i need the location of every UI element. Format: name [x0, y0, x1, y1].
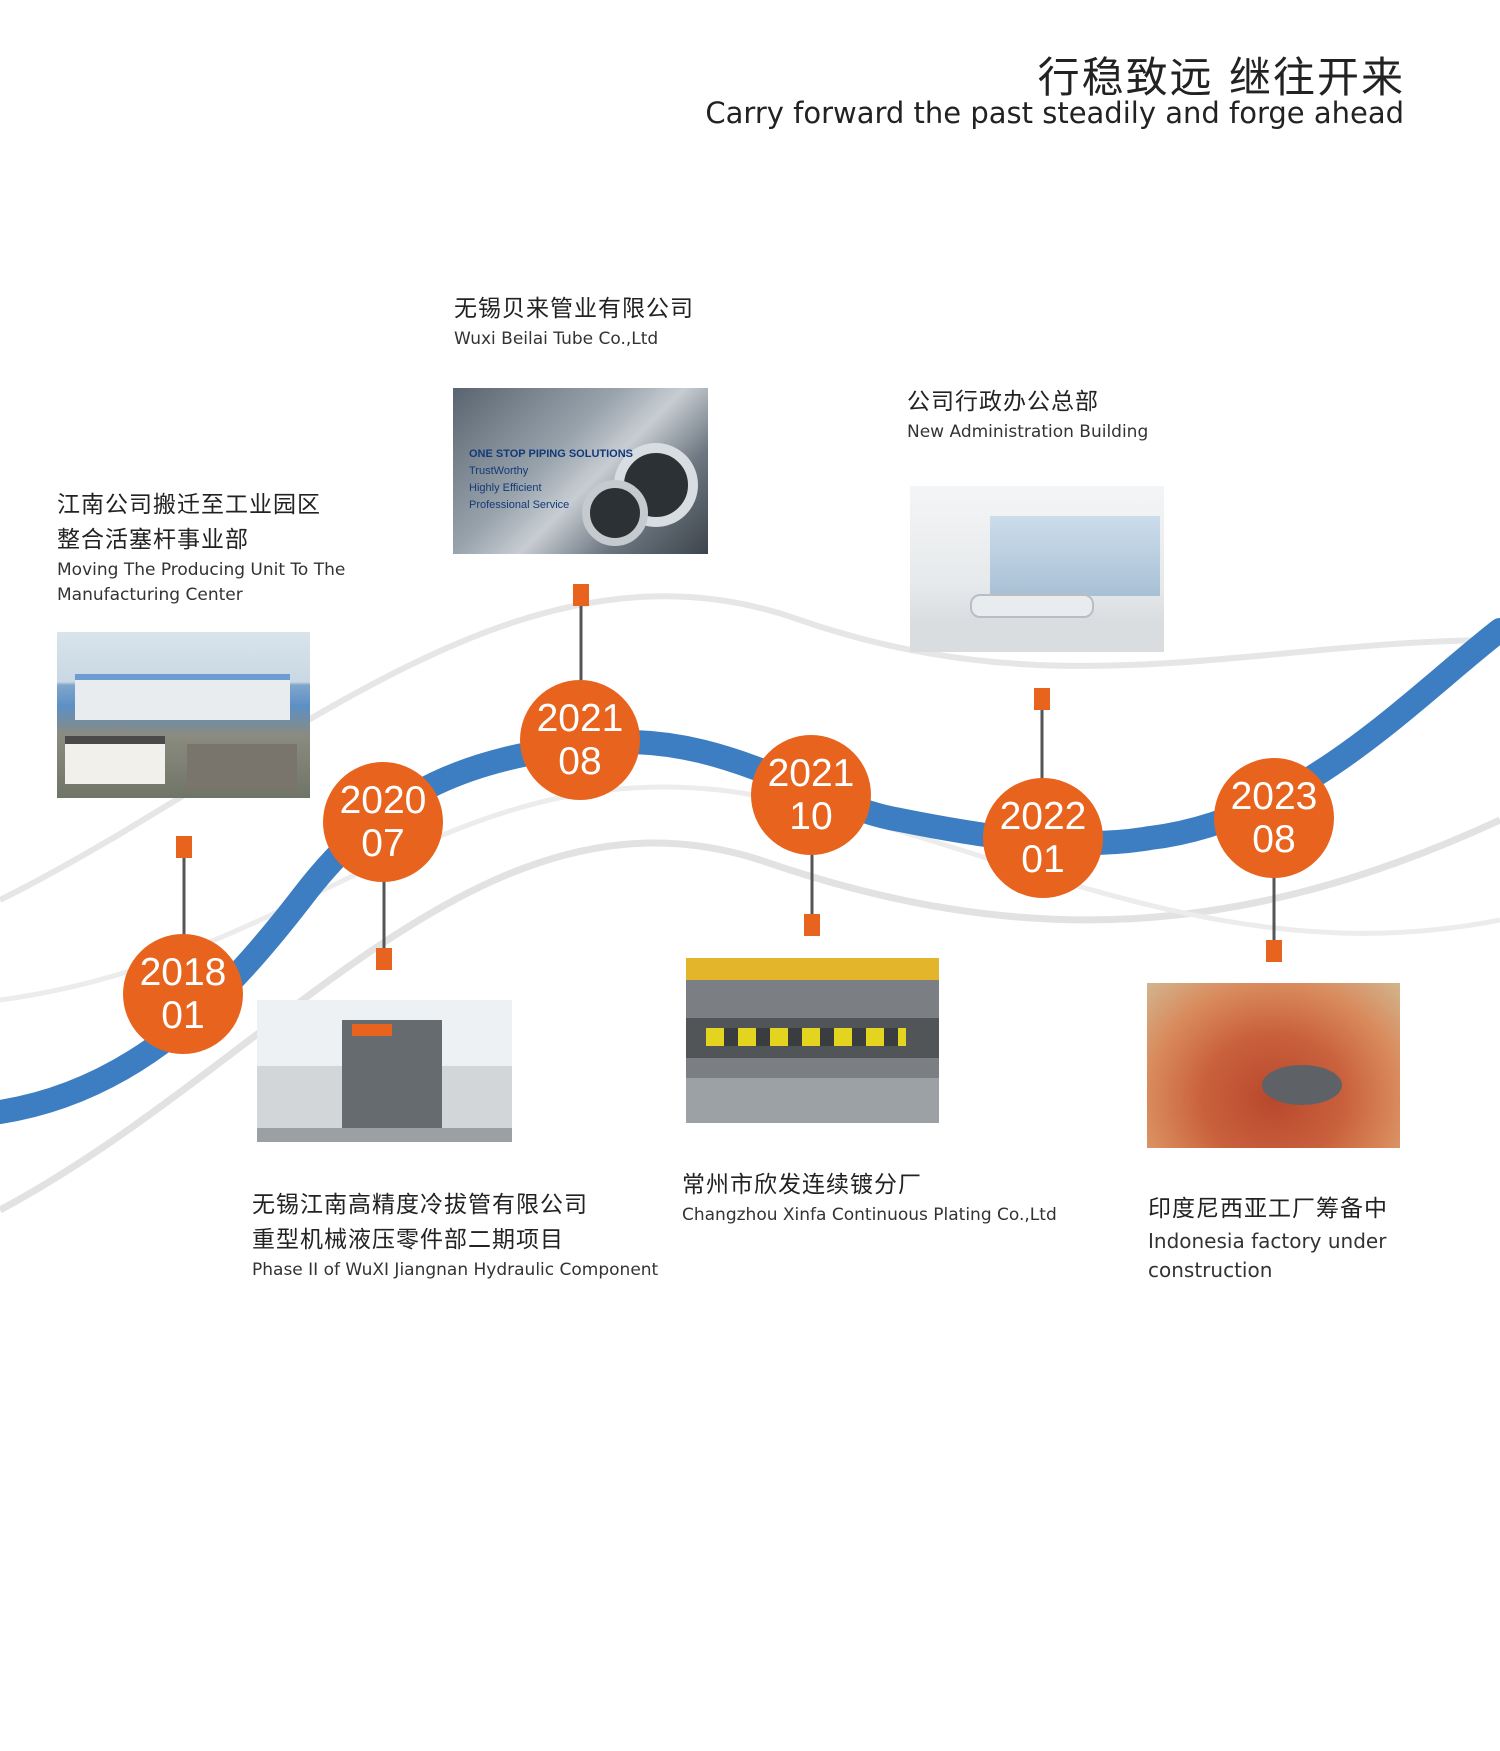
milestone-circle: [323, 762, 443, 882]
caption-en: Phase II of WuXI Jiangnan Hydraulic Comp…: [252, 1260, 659, 1280]
caption-zh: 无锡贝来管业有限公司: [454, 296, 694, 322]
milestone-circle: [983, 778, 1103, 898]
caption-en: Wuxi Beilai Tube Co.,Ltd: [454, 329, 659, 349]
caption-zh: 公司行政办公总部: [907, 389, 1099, 415]
caption-zh: 印度尼西亚工厂筹备中: [1148, 1196, 1388, 1222]
photo-beilai-tubes: ONE STOP PIPING SOLUTIONS TrustWorthy Hi…: [453, 388, 708, 554]
page-title: 行稳致远 继往开来: [1037, 53, 1405, 102]
milestone-caption-2021-08: 无锡贝来管业有限公司 Wuxi Beilai Tube Co.,Ltd: [454, 292, 694, 352]
photo-slogan: Professional Service: [469, 499, 570, 511]
page-subtitle: Carry forward the past steadily and forg…: [705, 96, 1404, 130]
connector-marker: [1266, 940, 1282, 962]
milestone-caption-2020-07: 无锡江南高精度冷拔管有限公司 重型机械液压零件部二期项目 Phase II of…: [252, 1188, 658, 1283]
milestone-circle: [1214, 758, 1334, 878]
background-swoosh: [0, 816, 1500, 1214]
caption-en: construction: [1148, 1258, 1273, 1282]
milestone-circle: [123, 934, 243, 1054]
caption-zh: 江南公司搬迁至工业园区: [57, 492, 321, 518]
caption-zh: 整合活塞杆事业部: [57, 527, 249, 553]
photo-admin-building: [910, 486, 1164, 652]
milestone-caption-2022-01: 公司行政办公总部 New Administration Building: [907, 385, 1148, 445]
caption-en: New Administration Building: [907, 422, 1149, 442]
photo-industrial-park: [57, 632, 310, 798]
milestone-caption-2021-10: 常州市欣发连续镀分厂 Changzhou Xinfa Continuous Pl…: [682, 1168, 1057, 1228]
caption-zh: 无锡江南高精度冷拔管有限公司: [252, 1192, 588, 1218]
connector-marker: [1034, 688, 1050, 710]
milestone-circle: [751, 735, 871, 855]
caption-en: Manufacturing Center: [57, 585, 243, 605]
milestone-caption-2018-01: 江南公司搬迁至工业园区 整合活塞杆事业部 Moving The Producin…: [57, 488, 345, 608]
milestone-circle: [520, 680, 640, 800]
photo-plating-line: [686, 958, 939, 1123]
caption-zh: 常州市欣发连续镀分厂: [682, 1172, 922, 1198]
photo-jiangnan-building: [257, 1000, 512, 1142]
caption-en: Changzhou Xinfa Continuous Plating Co.,L…: [682, 1205, 1057, 1225]
milestone-caption-2023-08: 印度尼西亚工厂筹备中 Indonesia factory under const…: [1148, 1192, 1388, 1285]
background-swoosh: [0, 784, 1500, 1003]
connector-marker: [376, 948, 392, 970]
caption-en: Moving The Producing Unit To The: [57, 560, 346, 580]
photo-indonesia-site: [1147, 983, 1400, 1148]
connector-marker: [804, 914, 820, 936]
photo-slogan: TrustWorthy: [469, 465, 529, 477]
caption-en: Indonesia factory under: [1148, 1229, 1387, 1253]
connector-marker: [176, 836, 192, 858]
caption-zh: 重型机械液压零件部二期项目: [252, 1227, 564, 1253]
photo-slogan: Highly Efficient: [469, 482, 542, 494]
photo-slogan: ONE STOP PIPING SOLUTIONS: [469, 448, 634, 460]
connector-marker: [573, 584, 589, 606]
